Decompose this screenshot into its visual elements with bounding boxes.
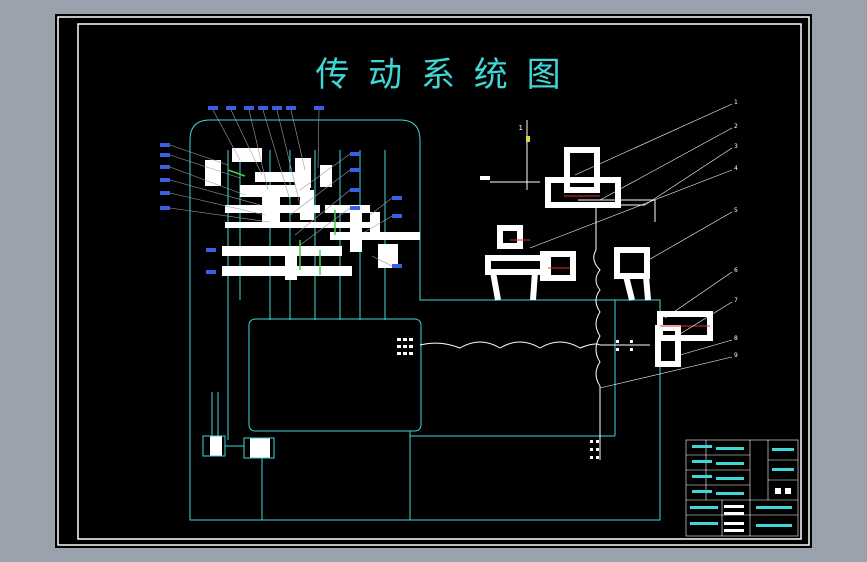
- sheet-outer-border: [57, 16, 810, 546]
- callout-4: 4: [734, 165, 738, 172]
- drawing-title: 传 动 系 统 图: [315, 55, 564, 95]
- title-block-marks: [724, 488, 791, 532]
- callout-9: 9: [734, 352, 738, 359]
- coordinate-axis: [490, 120, 540, 190]
- callout-3: 3: [734, 143, 738, 150]
- callout-8: 8: [734, 335, 738, 342]
- callout-numbers: 1 2 3 4 5 6 7 8 9: [734, 99, 738, 359]
- callout-5: 5: [734, 207, 738, 214]
- gearbox-gears: [205, 148, 420, 458]
- gearbox-leader-lines: [169, 109, 393, 267]
- sheet-inner-border: [77, 23, 802, 540]
- title-block: [685, 439, 799, 537]
- callout-6: 6: [734, 267, 738, 274]
- transmission-components: [485, 147, 713, 367]
- axis-label: 1: [519, 124, 523, 132]
- transmission-shaft-lines: [419, 199, 656, 460]
- motor-assembly: [202, 392, 275, 459]
- small-bearing-marks: [397, 338, 633, 459]
- callout-1: 1: [734, 99, 738, 106]
- callout-2: 2: [734, 123, 738, 130]
- axis-marker-2: [480, 176, 490, 180]
- axis-marker: [526, 136, 530, 142]
- gearbox-part-labels: [160, 106, 402, 274]
- worktable-outline: [248, 318, 422, 432]
- red-markers: [510, 195, 710, 327]
- callout-7: 7: [734, 297, 738, 304]
- title-block-text: [690, 445, 794, 527]
- callout-leaders: [529, 103, 733, 389]
- machine-column-outline: [189, 119, 661, 521]
